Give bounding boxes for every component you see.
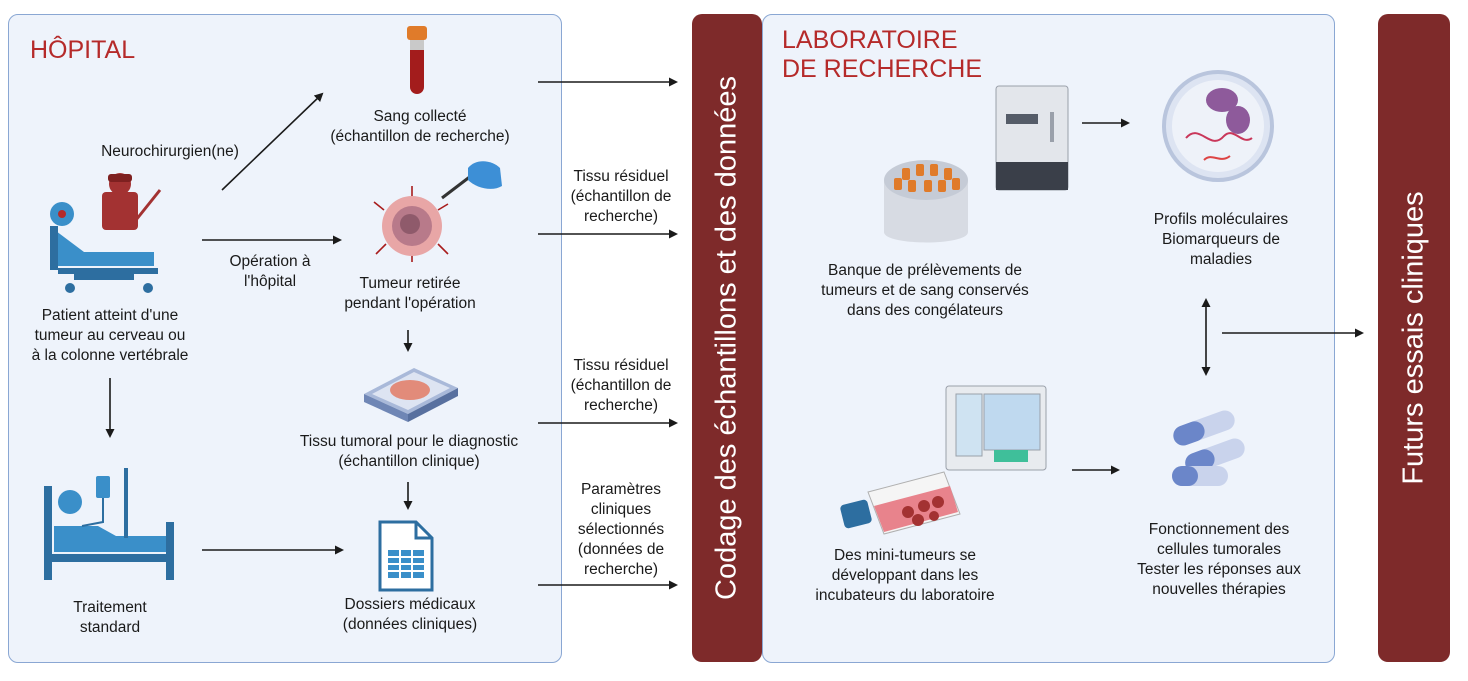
- tumor-label: Tumeur retirée pendant l'opération: [344, 275, 476, 312]
- trials-bar: Futurs essais cliniques: [1378, 14, 1450, 662]
- treatment-label: Traitement standard: [73, 599, 147, 636]
- molecular-profile-icon: [1162, 70, 1274, 182]
- clinical-params-label: Paramètres cliniques sélectionnés (donné…: [577, 481, 665, 578]
- minitumors-label: Des mini-tumeurs se développant dans les…: [815, 547, 995, 604]
- coding-bar: Codage des échantillons et des données: [692, 14, 762, 662]
- residual-tissue-label-2: Tissu résiduel (échantillon de recherche…: [570, 357, 672, 414]
- function-label: Fonctionnement des cellules tumorales Te…: [1137, 521, 1301, 598]
- biobank-label: Banque de prélèvements de tumeurs et de …: [821, 262, 1029, 319]
- surgery-label: Opération à l'hôpital: [229, 253, 311, 290]
- incubator-icon: [945, 385, 1047, 471]
- freezer-icon: [995, 85, 1069, 191]
- tumor-icon: [373, 161, 502, 262]
- blood-tube-icon: [407, 26, 427, 94]
- culture-flask-icon: [840, 471, 961, 535]
- sample-rack-icon: [884, 160, 968, 243]
- profiles-label: Profils moléculaires Biomarqueurs de mal…: [1153, 211, 1289, 268]
- blood-label: Sang collecté (échantillon de recherche): [330, 108, 510, 145]
- residual-tissue-label-1: Tissu résiduel (échantillon de recherche…: [570, 168, 672, 225]
- records-label: Dossiers médicaux (données cliniques): [342, 596, 478, 633]
- tissue-slide-icon: [364, 368, 458, 422]
- lab-title: LABORATOIRE DE RECHERCHE: [782, 26, 983, 83]
- diagnostic-label: Tissu tumoral pour le diagnostic (échant…: [299, 433, 519, 470]
- patient-label: Patient atteint d'une tumeur au cerveau …: [31, 307, 189, 364]
- arrow-to-blood: [221, 92, 324, 191]
- medical-records-icon: [378, 520, 434, 592]
- patient-bed-icon: [50, 173, 162, 293]
- hospital-title: HÔPITAL: [30, 36, 136, 64]
- treatment-bed-icon: [44, 468, 174, 580]
- capsules-icon: [1172, 410, 1245, 486]
- neurosurgeon-label: Neurochirurgien(ne): [101, 143, 239, 160]
